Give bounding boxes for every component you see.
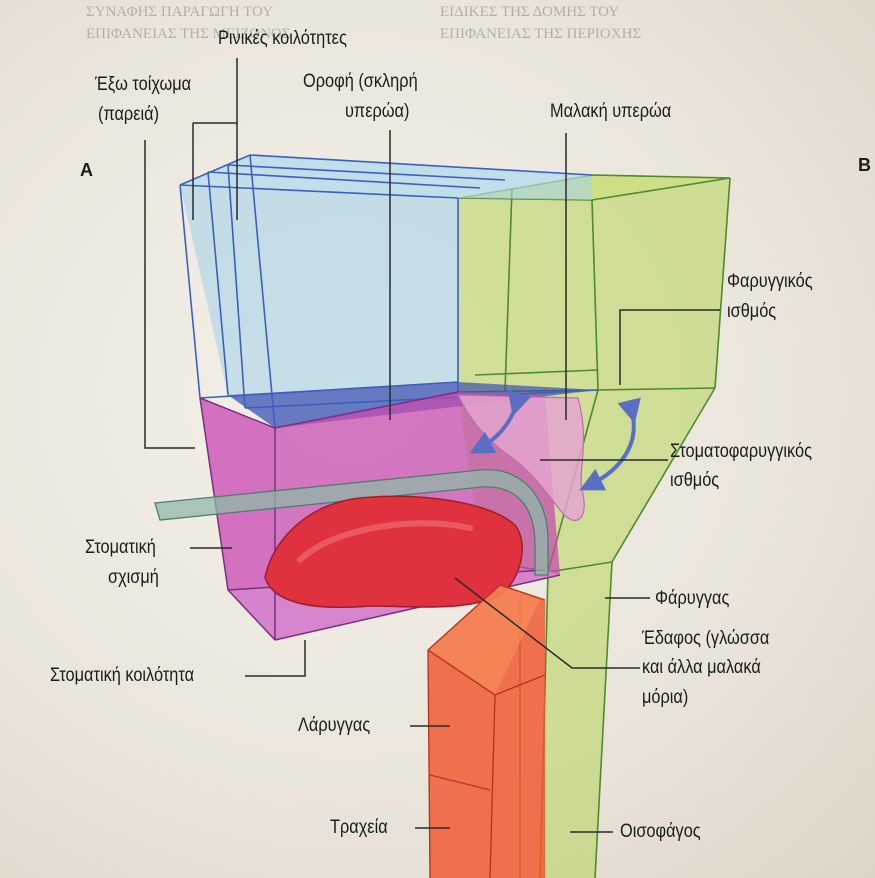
label-lateral-wall-line2: (παρειά)	[98, 104, 160, 125]
label-pharyngeal-isthmus-line2: ισθμός	[727, 301, 777, 322]
label-floor-line2: και άλλα μαλακά	[642, 657, 761, 678]
label-roof-line1: Οροφή (σκληρή	[303, 71, 418, 92]
label-esophagus: Οισοφάγος	[620, 821, 701, 842]
label-floor-line3: μόρια)	[642, 687, 689, 708]
label-trachea: Τραχεία	[330, 817, 388, 838]
page-bleed-text: ΕΠΙΦΑΝΕΙΑΣ ΤΗΣ ΠΕΡΙΟΧΗΣ	[440, 26, 642, 42]
tongue-highlight	[297, 520, 473, 563]
label-oral-fissure-line1: Στοματική	[85, 537, 156, 558]
leader-lines	[144, 58, 720, 833]
page-bleed-text: ΕΙΔΙΚΕΣ ΤΗΣ ΔΟΜΗΣ ΤΟΥ	[440, 4, 620, 20]
curved-arrow-icon	[579, 397, 641, 491]
larynx-trachea-block	[427, 584, 546, 878]
panel-label-b: B	[858, 155, 871, 175]
label-oropharyngeal-isthmus-line2: ισθμός	[670, 470, 720, 491]
label-pharynx: Φάρυγγας	[655, 588, 730, 609]
label-oral-cavity: Στοματική κοιλότητα	[50, 665, 195, 686]
label-pharyngeal-isthmus-line1: Φαρυγγικός	[727, 271, 813, 292]
label-oropharyngeal-isthmus-line1: Στοματοφαρυγγικός	[670, 441, 812, 462]
label-larynx: Λάρυγγας	[298, 715, 371, 736]
label-roof-line2: υπερώα)	[345, 101, 410, 122]
label-floor-line1: Έδαφος (γλώσσα	[642, 628, 770, 649]
label-oral-fissure-line2: σχισμή	[108, 567, 159, 588]
page-bleed-text: ΣΥΝΑΦΗΣ ΠΑΡΑΓΩΓΗ ΤΟΥ	[86, 4, 273, 20]
airflow-tube	[154, 469, 549, 576]
page-bleed-text: ΕΠΙΦΑΝΕΙΑΣ ΤΗΣ ΜΕΙΖΟΝΟΣ	[86, 26, 291, 42]
label-lateral-wall-line1: Έξω τοίχωμα	[95, 74, 192, 95]
curved-arrow-icon	[469, 390, 531, 454]
label-nasal-cavities: Ρινικές κοιλότητες	[218, 28, 347, 49]
panel-label-a: A	[80, 160, 93, 180]
label-soft-palate: Μαλακή υπερώα	[550, 101, 672, 122]
